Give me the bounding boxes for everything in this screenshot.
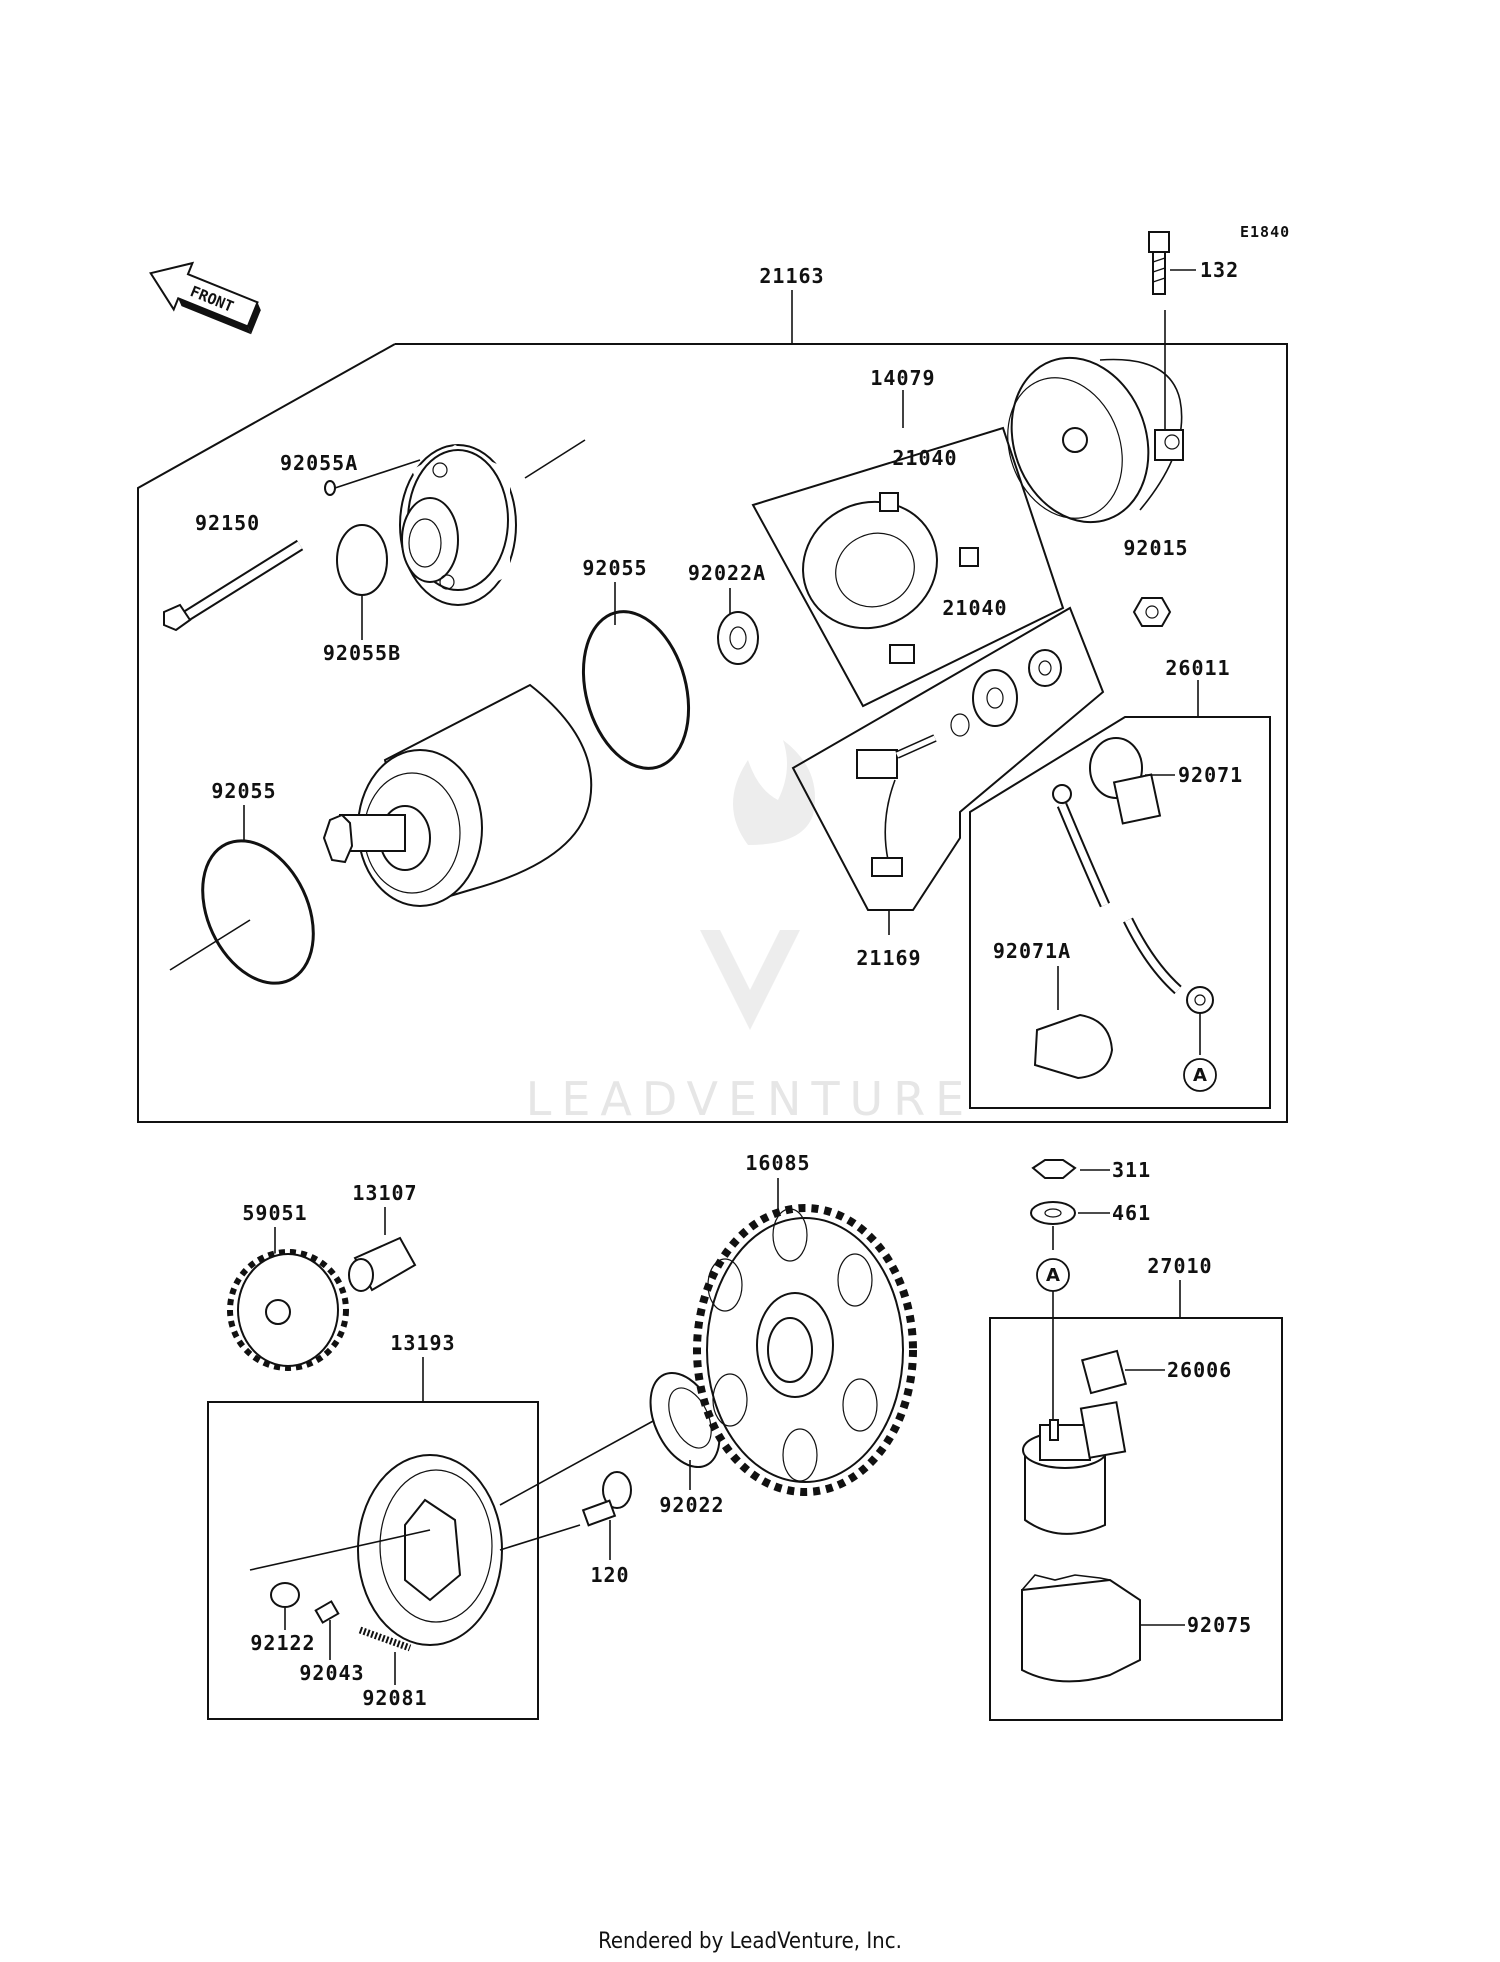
o-ring-92055-left [201,839,315,985]
gear-59051: 59051 [227,1201,349,1371]
clutch-box [207,1401,539,1720]
o-ring-92055A [324,480,336,496]
svg-text:A: A [1193,1065,1207,1086]
starter-assembly-group: 21163 132 14079 [137,231,1288,1123]
lead-wire [1033,737,1214,1080]
label-120: 120 [590,1563,629,1587]
label-13107: 13107 [352,1181,417,1205]
label-59051: 59051 [242,1201,307,1225]
label-92022A: 92022A [688,561,766,585]
watermark-text: LEADVENTURE [526,1072,975,1126]
fuse-26006: 26006 [1080,1349,1232,1395]
gear-16085: 16085 [693,1151,917,1496]
label-21040-lower: 21040 [942,596,1007,620]
rear-cover [1007,356,1184,524]
terminal-box [791,606,1105,911]
front-arrow-icon: FRONT [149,261,261,335]
ref-mark-a-upper: A [1183,1058,1217,1092]
o-ring-92055-top [581,610,691,770]
label-132: 132 [1200,258,1239,282]
label-26011: 26011 [1165,656,1230,680]
footer-credit: Rendered by LeadVenture, Inc. [598,1929,902,1954]
svg-text:A: A [1046,1265,1060,1286]
ref-mark-a-lower: A [1036,1258,1070,1292]
pin-92043: 92043 [299,1600,364,1685]
label-92071A: 92071A [993,939,1071,963]
label-92150: 92150 [195,511,260,535]
label-92055B: 92055B [323,641,401,665]
diagram-code: E1840 [1240,223,1290,241]
brush-21040-upper: 21040 [879,446,957,512]
roller-92122: 92122 [250,1582,315,1655]
label-92043: 92043 [299,1661,364,1685]
washer-92022A [717,611,759,665]
watermark: LEADVENTURE [526,740,975,1126]
nut-92015: 92015 [1123,536,1188,627]
relay-box [989,1317,1283,1721]
bolt-132: 132 [1148,231,1239,440]
label-92075: 92075 [1187,1613,1252,1637]
starter-assembly-box [137,343,1288,1123]
brush-21040-lower: 21040 [942,547,1007,620]
washer-461: 461 [1030,1201,1151,1225]
washer-92022: 92022 [649,1371,724,1517]
label-21169: 21169 [856,946,921,970]
spring-92081: 92081 [358,1626,427,1710]
lead-wire-box [969,716,1271,1109]
label-16085: 16085 [745,1151,810,1175]
label-311: 311 [1112,1158,1151,1182]
label-92055A: 92055A [280,451,358,475]
label-21040-upper: 21040 [892,446,957,470]
nut-311: 311 [1031,1158,1151,1182]
label-92022: 92022 [659,1493,724,1517]
bolt-120: 120 [581,1471,632,1587]
bushing-13107: 13107 [348,1181,417,1292]
label-92081: 92081 [362,1686,427,1710]
label-92122: 92122 [250,1631,315,1655]
label-13193: 13193 [390,1331,455,1355]
label-461: 461 [1112,1201,1151,1225]
bolt-92150: 92150 [163,511,304,632]
starter-motor-yoke [322,683,593,907]
terminal-parts [856,649,1062,877]
label-26006: 26006 [1167,1358,1232,1382]
front-cover [399,439,586,606]
relay-cover-92075: 92075 [1021,1574,1252,1683]
label-92055-left: 92055 [211,779,276,803]
clutch-group: 13193 92122 92043 92081 [207,1331,656,1720]
o-ring-92055B [336,524,388,596]
brush-plate-box [751,426,1065,708]
brush-plate [802,500,938,664]
label-27010: 27010 [1147,1254,1212,1278]
label-92015: 92015 [1123,536,1188,560]
relay-group: 27010 26006 92075 [989,1254,1283,1721]
label-92071: 92071 [1178,763,1243,787]
label-21163: 21163 [759,264,824,288]
label-14079: 14079 [870,366,935,390]
starter-relay [1022,1401,1127,1535]
label-92055-top: 92055 [582,556,647,580]
